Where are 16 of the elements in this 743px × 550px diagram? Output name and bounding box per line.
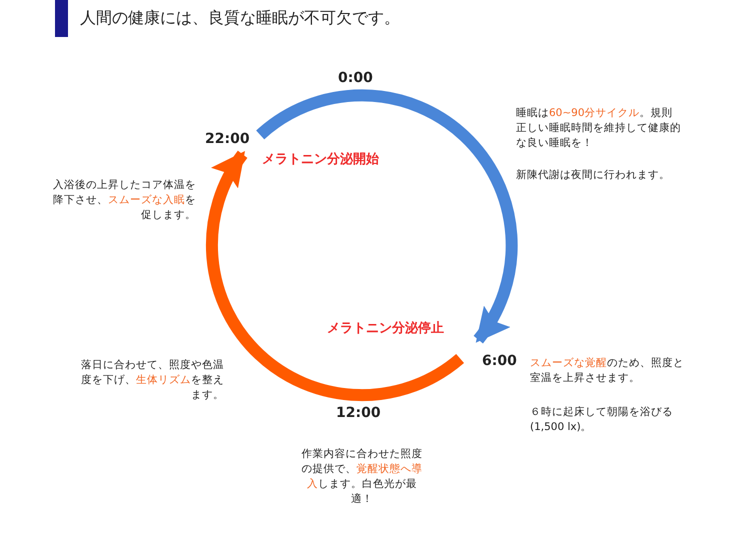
time-label: 6:00 [482, 353, 517, 369]
annotation: メラトニン分泌停止 [327, 320, 444, 337]
note: スムーズな覚醒のため、照度と室温を上昇させます。 [530, 356, 685, 386]
note: 落日に合わせて、照度や色温度を下げ、生体リズムを整えます。 [80, 358, 224, 403]
note: 入浴後の上昇したコア体温を降下させ、スムーズな入眠を促します。 [52, 178, 196, 223]
annotation: メラトニン分泌開始 [262, 151, 379, 168]
note: 新陳代謝は夜間に行われます。 [516, 168, 671, 183]
time-label: 12:00 [336, 405, 381, 421]
note: 睡眠は60~90分サイクル。規則正しい睡眠時間を維持して健康的な良い睡眠を！ [516, 106, 681, 151]
time-label: 22:00 [205, 131, 250, 147]
arrow [206, 150, 464, 401]
title: 人間の健康には、良質な睡眠が不可欠です。 [80, 8, 400, 29]
note: 作業内容に合わせた照度の提供で、覚醒状態へ導入します。白色光が最適！ [300, 447, 424, 507]
note: ６時に起床して朝陽を浴びる (1,500 lx)。 [530, 405, 674, 435]
time-label: 0:00 [338, 70, 373, 86]
arrow [256, 89, 518, 344]
